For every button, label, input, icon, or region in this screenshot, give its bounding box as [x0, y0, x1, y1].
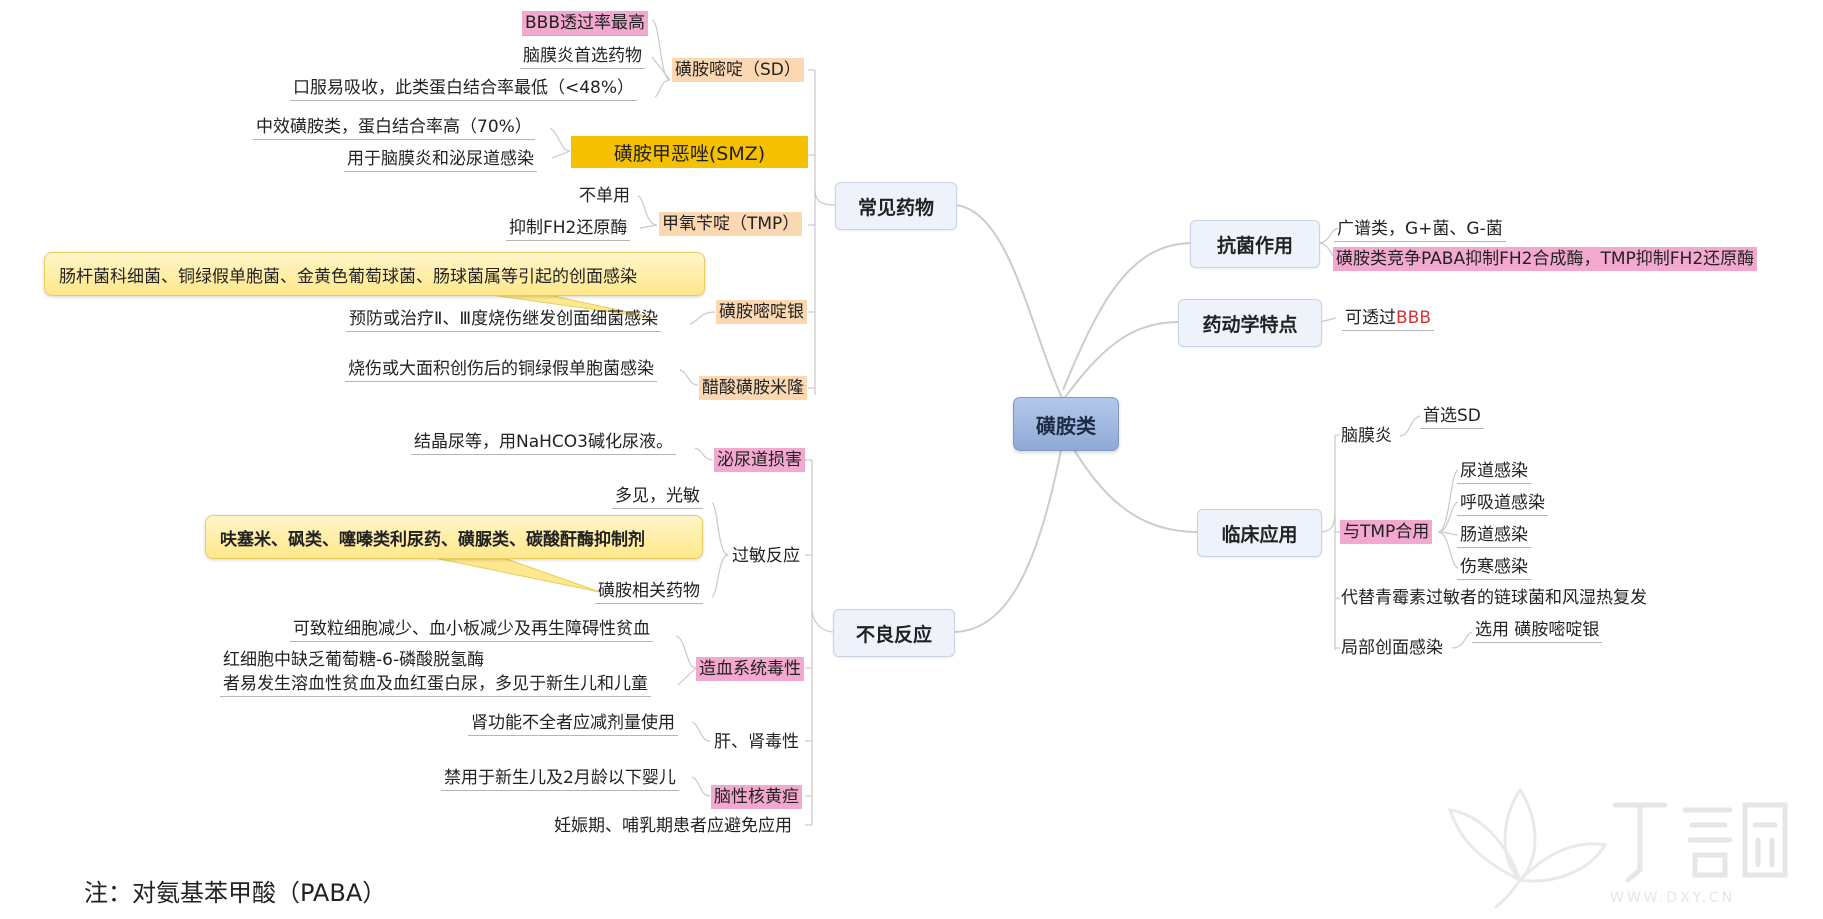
- silver-sd-item-1: 预防或治疗Ⅱ、Ⅲ度烧伤继发创面细菌感染: [346, 307, 662, 332]
- allergy-label[interactable]: 过敏反应: [732, 546, 800, 566]
- kernicterus-detail: 禁用于新生儿及2月龄以下婴儿: [441, 766, 679, 791]
- urinary-detail: 结晶尿等，用NaHCO3碱化尿液。: [411, 430, 676, 455]
- allergy-callout: 呋塞米、砜类、噻嗪类利尿药、磺脲类、碳酸酐酶抑制剂: [205, 515, 703, 559]
- liver-label[interactable]: 肝、肾毒性: [714, 732, 799, 752]
- mafenide-item-1: 烧伤或大面积创伤后的铜绿假单胞菌感染: [345, 357, 657, 382]
- silver-sd-callout: 肠杆菌科细菌、铜绿假单胞菌、金黄色葡萄球菌、肠球菌属等引起的创面感染: [44, 252, 705, 296]
- silver-sd-callout-text: 肠杆菌科细菌、铜绿假单胞菌、金黄色葡萄球菌、肠球菌属等引起的创面感染: [59, 266, 637, 287]
- smz-item-2: 用于脑膜炎和泌尿道感染: [344, 147, 537, 172]
- branch-clinical[interactable]: 临床应用: [1197, 509, 1322, 557]
- clinical-local-choice: 选用 磺胺嘧啶银: [1472, 618, 1603, 643]
- footnote: 注：对氨基苯甲酸（PABA）: [84, 879, 387, 907]
- kernicterus-label[interactable]: 脑性核黄疸: [711, 785, 802, 809]
- smz-item-1: 中效磺胺类，蛋白结合率高（70%）: [253, 115, 535, 140]
- liver-detail: 肾功能不全者应减剂量使用: [468, 711, 678, 736]
- allergy-callout-text: 呋塞米、砜类、噻嗪类利尿药、磺脲类、碳酸酐酶抑制剂: [220, 529, 645, 550]
- sd-item-2: 脑膜炎首选药物: [520, 44, 645, 69]
- antibacterial-item-1: 广谱类，G+菌、G-菌: [1334, 217, 1506, 242]
- blood-label[interactable]: 造血系统毒性: [696, 657, 804, 681]
- branch-pharmacokinetics[interactable]: 药动学特点: [1178, 299, 1322, 347]
- allergy-related: 磺胺相关药物: [595, 579, 703, 604]
- pk-item: 可透过BBB: [1342, 306, 1434, 331]
- sd-item-3: 口服易吸收，此类蛋白结合率最低（<48%）: [290, 76, 638, 101]
- silver-sd-label[interactable]: 磺胺嘧啶银: [716, 300, 807, 324]
- tmp-item-1: 不单用: [579, 186, 630, 206]
- smz-label[interactable]: 磺胺甲恶唑(SMZ): [571, 136, 808, 168]
- antibacterial-item-2: 磺胺类竞争PABA抑制FH2合成酶，TMP抑制FH2还原酶: [1333, 247, 1758, 271]
- branch-antibacterial[interactable]: 抗菌作用: [1190, 220, 1320, 268]
- blood-detail-2a: 红细胞中缺乏葡萄糖-6-磷酸脱氢酶: [223, 650, 485, 670]
- clinical-penicillin-alt[interactable]: 代替青霉素过敏者的链球菌和风湿热复发: [1341, 588, 1647, 608]
- branch-adverse[interactable]: 不良反应: [833, 609, 955, 657]
- mafenide-label[interactable]: 醋酸磺胺米隆: [699, 376, 807, 400]
- tmp-label[interactable]: 甲氧苄啶（TMP）: [659, 212, 803, 236]
- blood-detail-2b: 者易发生溶血性贫血及血红蛋白尿，多见于新生儿和儿童: [220, 672, 651, 697]
- allergy-common: 多见，光敏: [612, 484, 703, 509]
- clinical-meningitis-choice: 首选SD: [1420, 404, 1484, 429]
- blood-detail-1: 可致粒细胞减少、血小板减少及再生障碍性贫血: [290, 617, 653, 642]
- pk-prefix: 可透过: [1345, 308, 1396, 328]
- clinical-with-tmp[interactable]: 与TMP合用: [1340, 520, 1433, 544]
- watermark-url: WWW.DXY.CN: [1610, 890, 1735, 906]
- sd-label[interactable]: 磺胺嘧啶（SD）: [672, 58, 804, 82]
- clinical-tmp-use-2: 呼吸道感染: [1457, 491, 1548, 516]
- clinical-tmp-use-3: 肠道感染: [1457, 523, 1531, 548]
- root-node[interactable]: 磺胺类: [1013, 397, 1119, 451]
- tmp-item-2: 抑制FH2还原酶: [506, 216, 631, 241]
- pregnancy-label[interactable]: 妊娠期、哺乳期患者应避免应用: [554, 816, 792, 836]
- clinical-tmp-use-1: 尿道感染: [1457, 459, 1531, 484]
- clinical-tmp-use-4: 伤寒感染: [1457, 555, 1531, 580]
- clinical-local[interactable]: 局部创面感染: [1341, 638, 1443, 658]
- clinical-meningitis[interactable]: 脑膜炎: [1341, 426, 1392, 446]
- sd-item-1: BBB透过率最高: [522, 11, 648, 36]
- watermark-logo: WWW.DXY.CN: [1447, 787, 1788, 910]
- pk-bbb: BBB: [1396, 308, 1431, 328]
- branch-common-drugs[interactable]: 常见药物: [835, 182, 957, 230]
- urinary-label[interactable]: 泌尿道损害: [714, 448, 805, 472]
